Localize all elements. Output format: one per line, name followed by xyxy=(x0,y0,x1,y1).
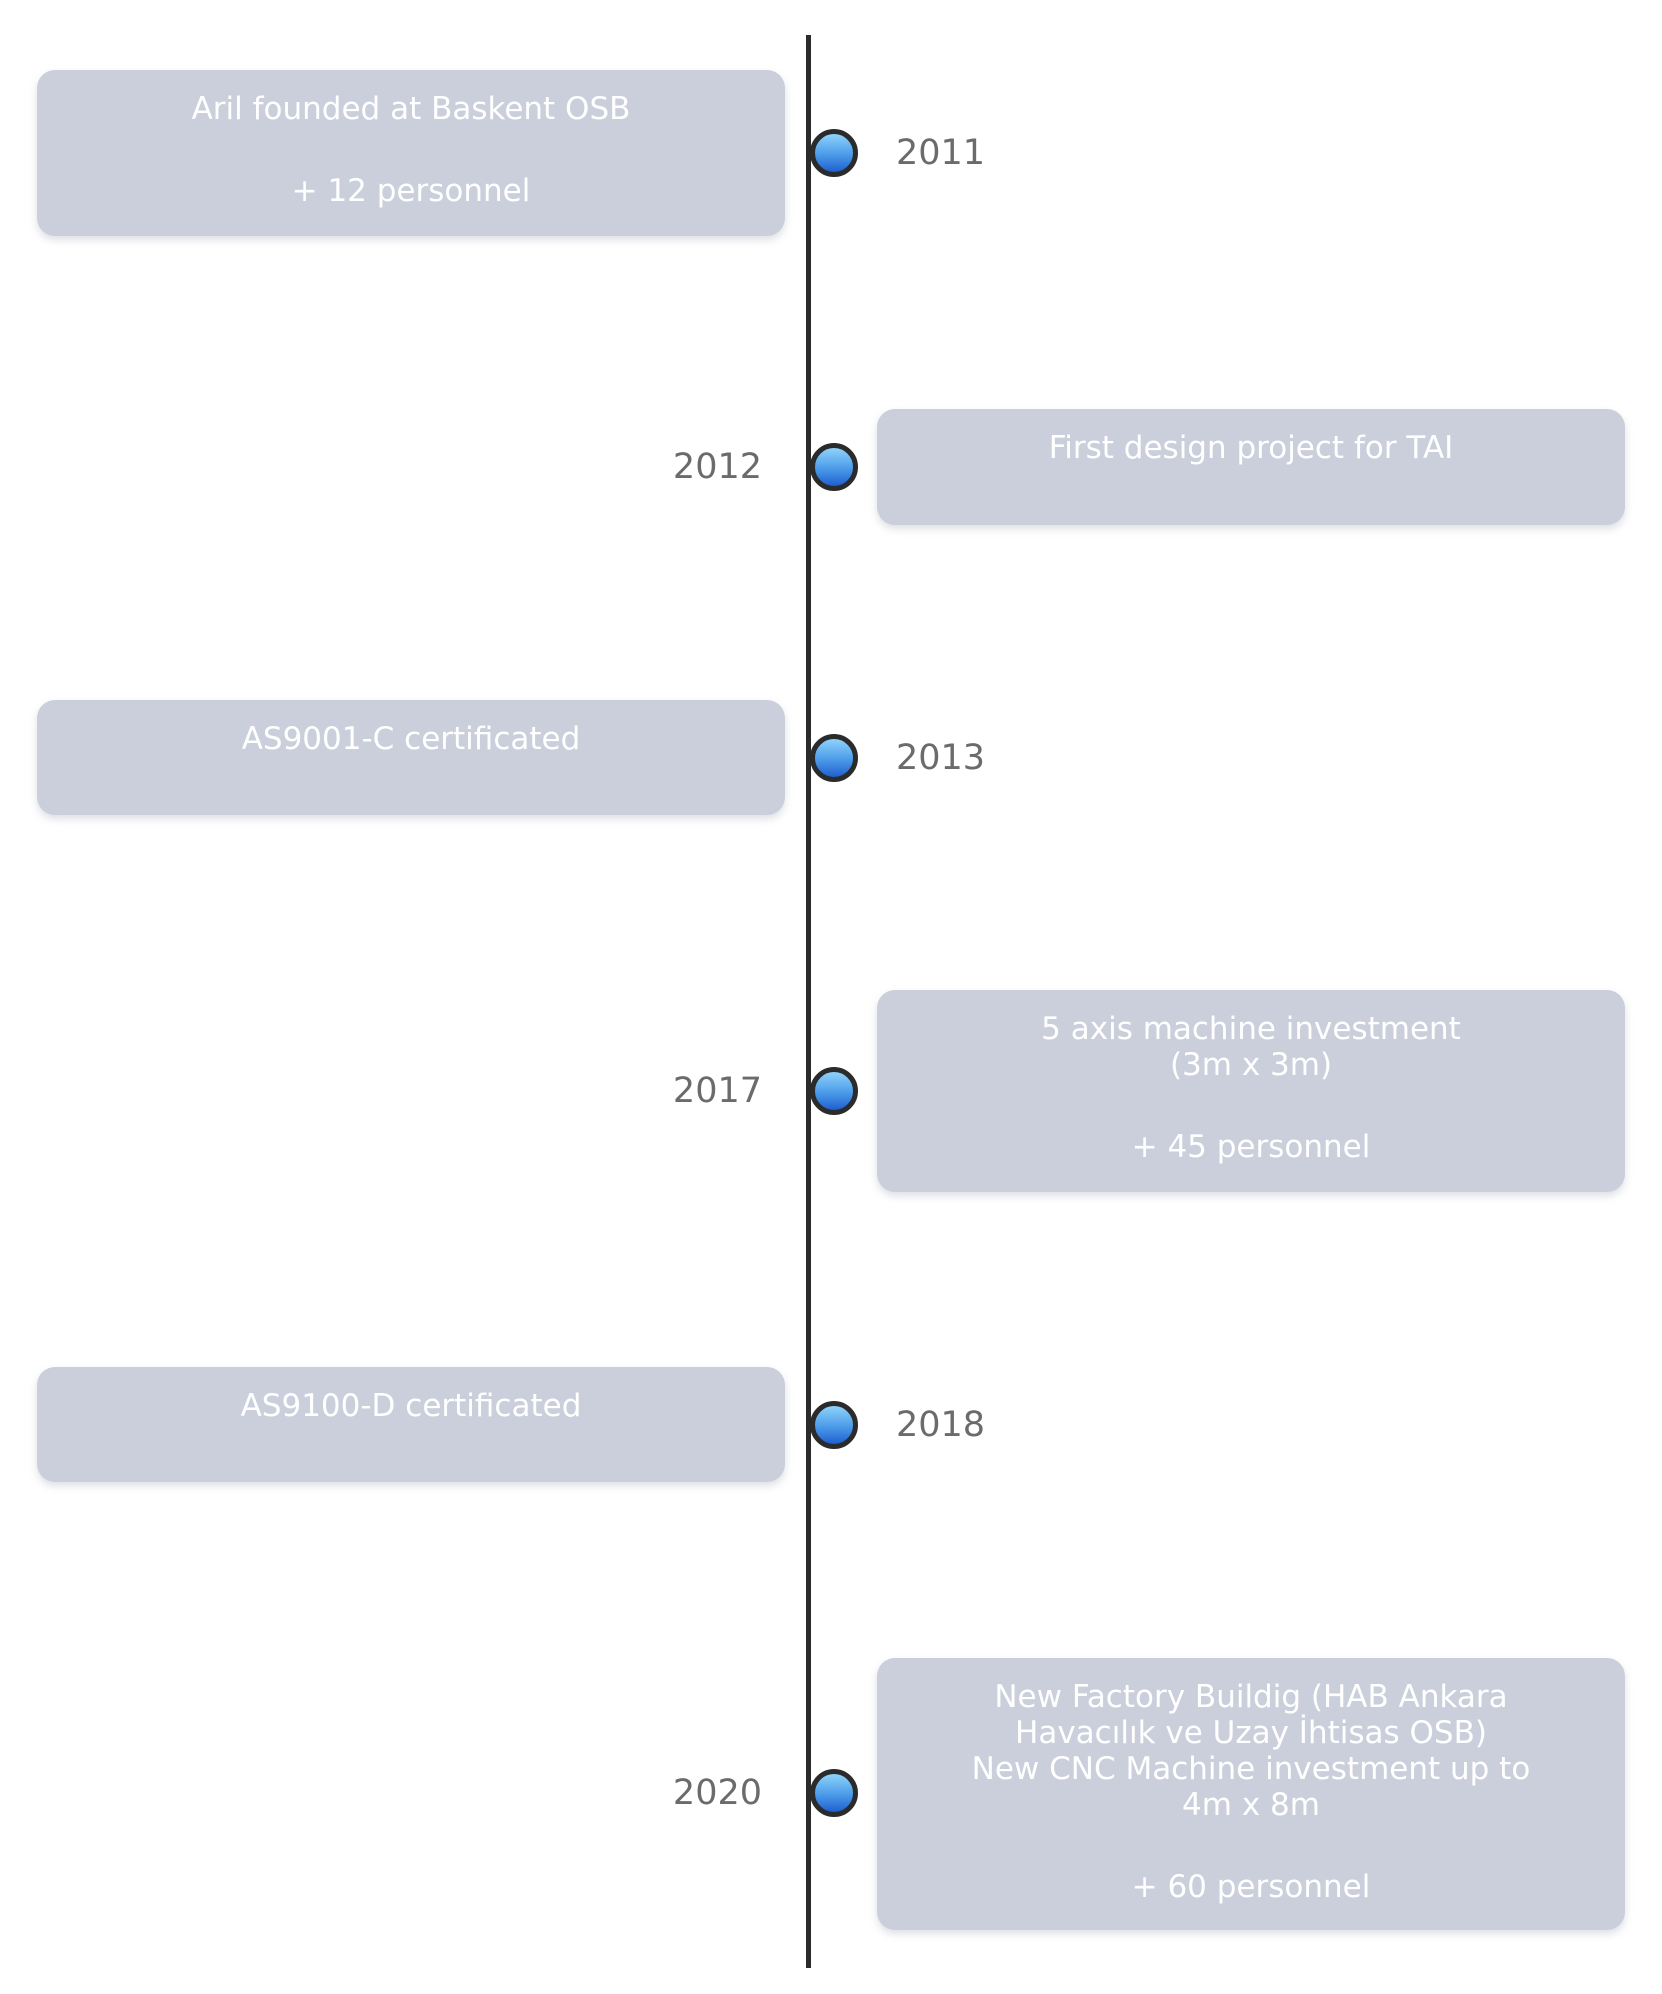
event-text: 4m x 8m xyxy=(1182,1787,1320,1823)
event-text: First design project for TAI xyxy=(1048,430,1454,466)
year-label: 2017 xyxy=(672,1071,762,1111)
timeline-marker-icon xyxy=(810,1769,858,1817)
event-card-2017: 5 axis machine investment(3m x 3m) + 45 p… xyxy=(877,990,1625,1192)
event-card-2013: AS9001-C certificated xyxy=(37,700,785,815)
year-label: 2018 xyxy=(896,1405,986,1445)
timeline-axis xyxy=(806,35,811,1968)
event-text: New Factory Buildig (HAB Ankara xyxy=(994,1679,1508,1715)
event-card-2011: Aril founded at Baskent OSB + 12 personne… xyxy=(37,70,785,236)
timeline-marker-icon xyxy=(810,129,858,177)
event-text: 5 axis machine investment xyxy=(1041,1011,1461,1047)
event-text: Aril founded at Baskent OSB xyxy=(191,91,631,127)
event-text: New CNC Machine investment up to xyxy=(971,1751,1531,1787)
timeline-marker-icon xyxy=(810,1067,858,1115)
event-card-2012: First design project for TAI xyxy=(877,409,1625,525)
timeline-marker-icon xyxy=(810,443,858,491)
line-spacer xyxy=(877,1823,1625,1869)
event-text: Havacılık ve Uzay İhtisas OSB) xyxy=(1015,1715,1487,1751)
year-label: 2020 xyxy=(672,1773,762,1813)
event-card-2018: AS9100-D certificated xyxy=(37,1367,785,1482)
event-text: AS9100-D certificated xyxy=(240,1388,582,1424)
timeline-marker-icon xyxy=(810,734,858,782)
event-text: (3m x 3m) xyxy=(1169,1047,1333,1083)
event-text: + 60 personnel xyxy=(1131,1869,1371,1905)
year-label: 2012 xyxy=(672,447,762,487)
year-label: 2013 xyxy=(896,738,986,778)
timeline-marker-icon xyxy=(810,1401,858,1449)
event-text: AS9001-C certificated xyxy=(241,721,581,757)
line-spacer xyxy=(877,1083,1625,1129)
line-spacer xyxy=(37,127,785,173)
event-text: + 12 personnel xyxy=(291,173,531,209)
event-text: + 45 personnel xyxy=(1131,1129,1371,1165)
year-label: 2011 xyxy=(896,133,986,173)
